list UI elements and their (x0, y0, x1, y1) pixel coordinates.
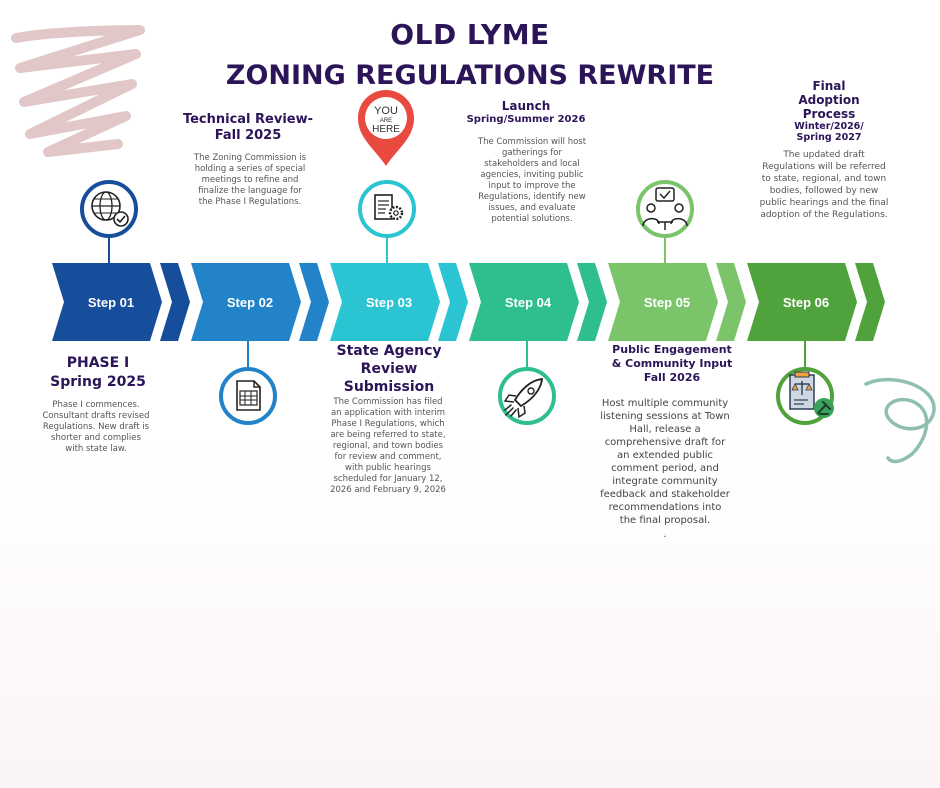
step6-heading: Final Adoption Process Winter/2026/ Spri… (778, 79, 880, 143)
document-gear-icon (358, 180, 416, 238)
phase1-heading-line1: PHASE I (66, 355, 130, 371)
step-06-label: Step 06 (783, 295, 829, 310)
step-03-label: Step 03 (366, 295, 412, 310)
law-scale-icon (776, 367, 834, 425)
step2-heading-line2: Fall 2025 (214, 128, 282, 143)
step-02-chevron (191, 263, 329, 341)
step2-heading-line1: Technical Review- (182, 112, 314, 127)
step3-heading-line3: Submission (343, 379, 435, 395)
step-01-chevron (52, 263, 190, 341)
step5-text: Host multiple community listening sessio… (600, 398, 730, 526)
step4-heading: Launch Spring/Summer 2026 (462, 99, 590, 126)
step5-heading-line1: Public Engagement (612, 343, 732, 356)
phase1-heading: PHASE I Spring 2025 (38, 354, 158, 392)
step-02-label: Step 02 (227, 295, 273, 310)
marker-line2: ARE (380, 118, 392, 124)
step2-text: The Zoning Commission is holding a serie… (193, 153, 307, 207)
you-are-here-marker: YOU ARE HERE (358, 90, 414, 166)
step-05-chevron (608, 263, 746, 341)
page-subtitle: ZONING REGULATIONS REWRITE (225, 60, 715, 91)
step6-heading-line2: Adoption (798, 93, 860, 107)
step4-heading-line1: Launch (501, 99, 551, 113)
step3-heading: State Agency Review Submission (326, 342, 452, 396)
step6-heading-line3: Process (802, 107, 856, 121)
step-04-label: Step 04 (505, 295, 552, 310)
step-05-label: Step 05 (644, 295, 690, 310)
connector-lines (108, 236, 806, 368)
globe-check-icon (80, 180, 138, 238)
step6-heading-line1: Final (812, 79, 846, 93)
step4-heading-line2: Spring/Summer 2026 (466, 114, 586, 125)
marker-line3: HERE (372, 124, 400, 135)
step6-heading-line5: Spring 2027 (796, 132, 862, 143)
rocket-icon (498, 367, 556, 425)
step-04-chevron (469, 263, 607, 341)
step-03-chevron (330, 263, 468, 341)
pink-scribble-decoration (11, 25, 145, 157)
step2-heading: Technical Review- Fall 2025 (178, 112, 318, 144)
meeting-icon (636, 180, 694, 238)
step-01-label: Step 01 (88, 295, 134, 310)
step5-heading: Public Engagement & Community Input Fall… (608, 343, 736, 385)
step3-text: The Commission has filed an application … (330, 397, 446, 495)
step-06-chevron (747, 263, 885, 341)
step3-heading-line1: State Agency (336, 343, 442, 359)
step6-text: The updated draft Regulations will be re… (759, 150, 889, 220)
page-title: OLD LYME (390, 18, 550, 51)
green-scribble-decoration (864, 378, 936, 464)
phase1-heading-line2: Spring 2025 (50, 374, 146, 390)
step5-dot: . (663, 529, 667, 540)
phase1-text: Phase I commences. Consultant drafts rev… (42, 400, 150, 454)
step6-heading-line4: Winter/2026/ (794, 121, 864, 132)
step4-text: The Commission will host gatherings for … (477, 137, 587, 224)
step5-heading-line3: Fall 2026 (643, 371, 701, 384)
step5-heading-line2: & Community Input (611, 357, 733, 370)
marker-line1: YOU (374, 105, 398, 117)
step3-heading-line2: Review (360, 361, 418, 377)
document-table-icon (219, 367, 277, 425)
